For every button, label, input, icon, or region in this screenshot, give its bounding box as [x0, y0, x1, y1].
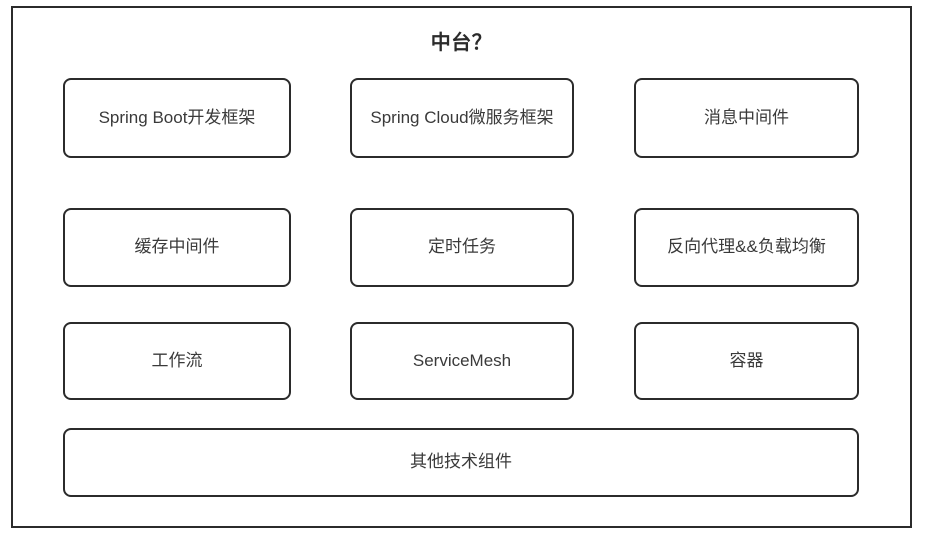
- node-message-middleware[interactable]: 消息中间件: [634, 78, 859, 158]
- node-cache-middleware[interactable]: 缓存中间件: [63, 208, 291, 287]
- node-scheduled-task[interactable]: 定时任务: [350, 208, 574, 287]
- node-other-technical-components[interactable]: 其他技术组件: [63, 428, 859, 497]
- node-spring-boot-framework[interactable]: Spring Boot开发框架: [63, 78, 291, 158]
- node-spring-cloud-microservice-framework[interactable]: Spring Cloud微服务框架: [350, 78, 574, 158]
- node-container[interactable]: 容器: [634, 322, 859, 400]
- middle-platform-container: 中台？ Spring Boot开发框架 Spring Cloud微服务框架 消息…: [11, 6, 912, 528]
- node-workflow[interactable]: 工作流: [63, 322, 291, 400]
- page-title: 中台？: [430, 32, 493, 54]
- node-reverse-proxy-load-balancing[interactable]: 反向代理&&负载均衡: [634, 208, 859, 287]
- node-service-mesh[interactable]: ServiceMesh: [350, 322, 574, 400]
